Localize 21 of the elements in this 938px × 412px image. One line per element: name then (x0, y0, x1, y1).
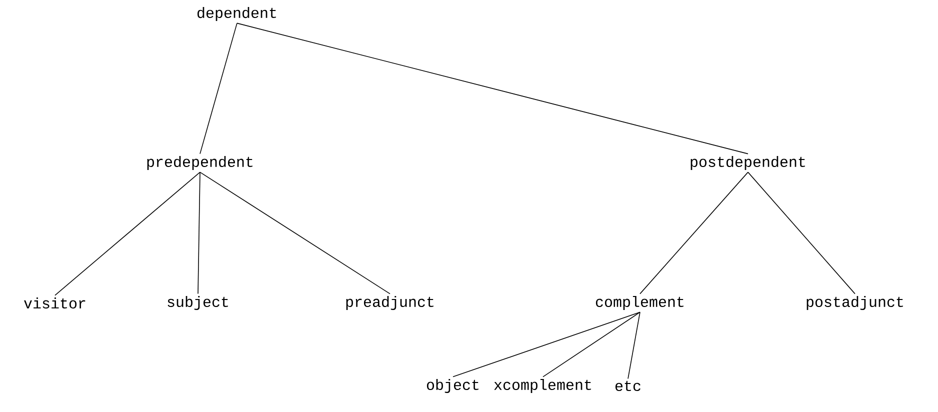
tree-branch (236, 22, 748, 154)
tree-label: visitor (24, 297, 86, 308)
tree-label: xcomplement (494, 379, 591, 393)
tree-branch (640, 172, 748, 294)
tree-branch (542, 312, 640, 378)
tree-label: object (426, 379, 478, 393)
tree-label: postdependent (690, 156, 805, 170)
tree-branch (748, 172, 856, 294)
tree-label: etc (615, 380, 640, 392)
tree-label: postadjunct (806, 296, 903, 310)
tree-label: subject (168, 296, 228, 310)
tree-branch (452, 312, 640, 378)
tree-branch (200, 22, 238, 154)
tree-label: predependent (147, 156, 252, 170)
tree-label: complement (596, 296, 684, 310)
tree-branch (54, 172, 200, 296)
tree-branch (628, 312, 640, 380)
tree-label: dependent (198, 7, 276, 21)
tree-branch (198, 172, 200, 294)
tree-branch (200, 172, 390, 294)
tree-label: preadjunct (346, 296, 434, 310)
